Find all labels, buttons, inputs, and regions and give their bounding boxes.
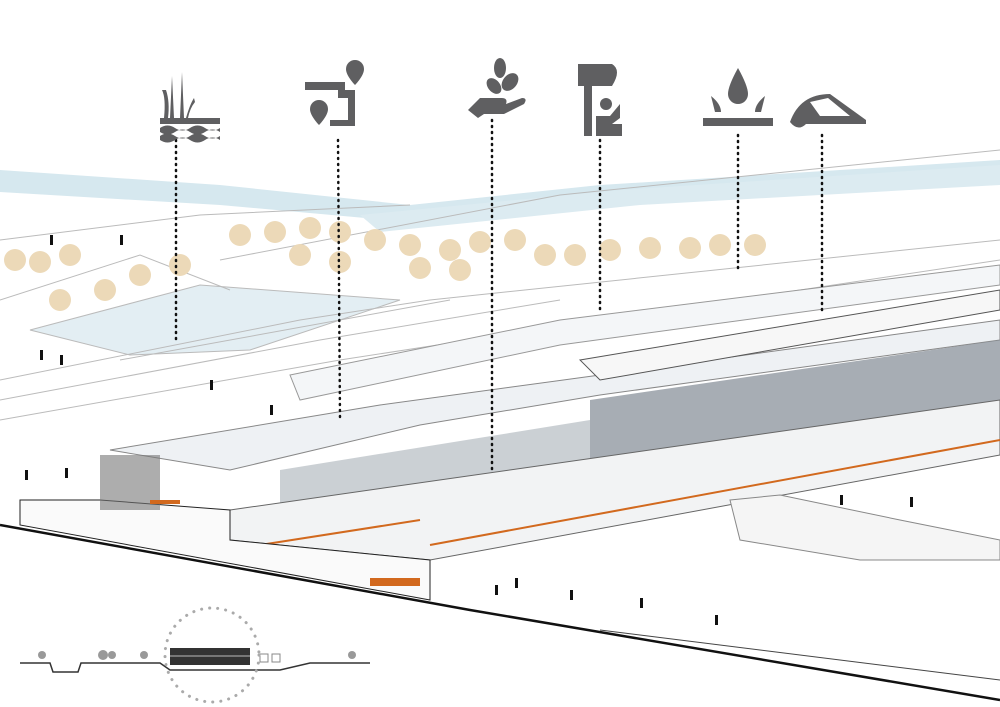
water-drop-splash-icon (703, 68, 773, 126)
tree (264, 221, 286, 243)
pond (29, 284, 401, 356)
ground-line-2 (599, 629, 1000, 681)
tree (504, 229, 526, 251)
tree (409, 257, 431, 279)
tree (289, 244, 311, 266)
tree (679, 237, 701, 259)
tree (364, 229, 386, 251)
tree (439, 239, 461, 261)
leader-lines (174, 118, 824, 472)
tree (129, 264, 151, 286)
tree (329, 251, 351, 273)
person-figure (120, 235, 123, 245)
river-mid (360, 165, 1000, 232)
seating-orange (150, 500, 420, 586)
tree (299, 217, 321, 239)
tree-row (4, 217, 766, 311)
person-figure (210, 380, 213, 390)
person-figure (270, 405, 273, 415)
person-figure (840, 495, 843, 505)
person-figure (495, 585, 498, 595)
tree-reading-person-icon (578, 64, 622, 136)
person-figure (715, 615, 718, 625)
tree (29, 251, 51, 273)
person-figure (65, 468, 68, 478)
train-upper (578, 289, 1000, 381)
ground-line (0, 523, 1000, 702)
person-figure (570, 590, 573, 600)
tree (169, 254, 191, 276)
tree (534, 244, 556, 266)
main-roof (109, 319, 1000, 471)
people-figures (25, 235, 913, 625)
tree (4, 249, 26, 271)
tree (599, 239, 621, 261)
route-map-pin-icon (305, 60, 364, 126)
tree (329, 221, 351, 243)
track-accent-2 (259, 519, 421, 546)
person-figure (50, 235, 53, 245)
tree (449, 259, 471, 281)
entrance-wing (729, 494, 1000, 561)
person-figure (515, 578, 518, 588)
tree (59, 244, 81, 266)
person-figure (910, 497, 913, 507)
station-building (19, 264, 1000, 601)
wetland-reeds-icon (160, 72, 220, 143)
tree (709, 234, 731, 256)
hand-plant-icon (468, 58, 526, 118)
glass-facade (280, 340, 1000, 515)
tree (469, 231, 491, 253)
tree (564, 244, 586, 266)
river-top (0, 160, 1000, 222)
tree (49, 289, 71, 311)
person-figure (60, 355, 63, 365)
tree (229, 224, 251, 246)
person-figure (25, 470, 28, 480)
site-section-icon (20, 606, 370, 704)
tree (399, 234, 421, 256)
track-accent (429, 439, 1000, 546)
person-figure (640, 598, 643, 608)
tree (94, 279, 116, 301)
high-speed-train-icon (790, 94, 866, 128)
person-figure (40, 350, 43, 360)
landscape (0, 149, 1000, 625)
tree (744, 234, 766, 256)
tree (639, 237, 661, 259)
